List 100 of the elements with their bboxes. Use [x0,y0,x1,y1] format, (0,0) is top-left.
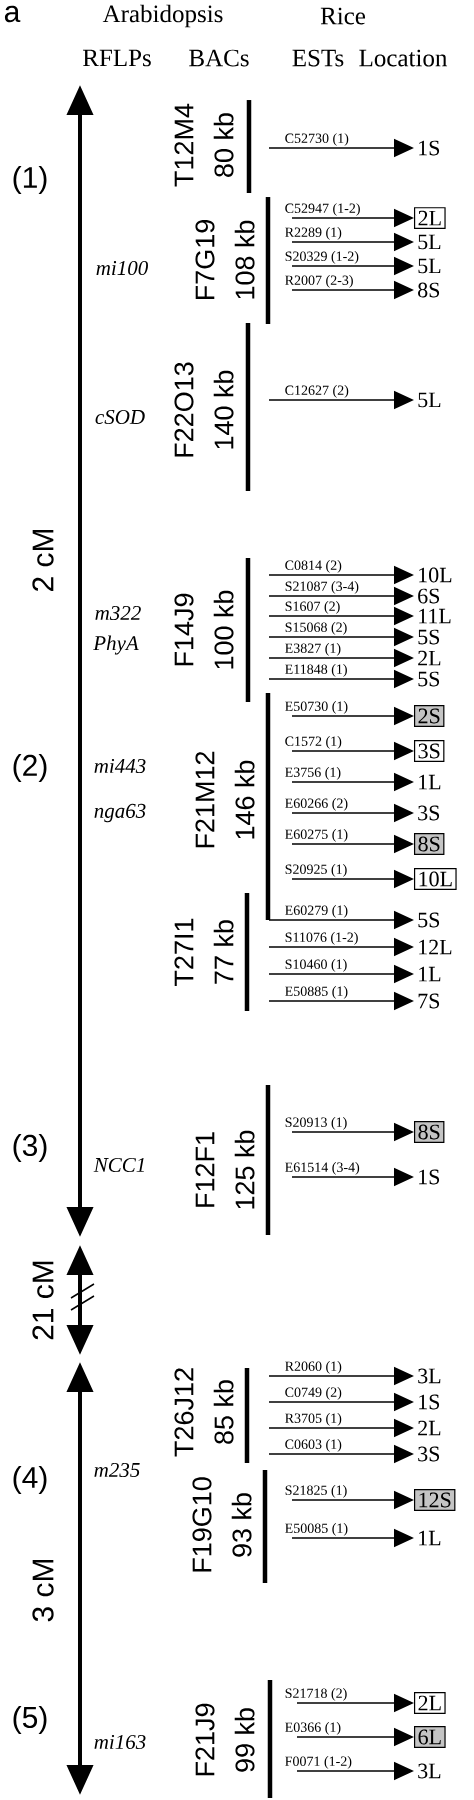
location-label: 5L [418,392,441,408]
location-label: 1S [419,1169,440,1185]
boxed-location-label: 10L [414,868,457,891]
marker-name: m235 [94,1462,140,1478]
location-label: 11L [419,608,451,624]
edge-label: C52730 (1) [284,132,350,147]
edge-label: C12627 (2) [284,384,350,399]
location-label: 3S [418,805,440,821]
marker-name: PhyA [93,635,139,655]
edge-label: E50885 (1) [284,985,349,1000]
location-label: 1S [419,1394,440,1410]
location-label: 5S [418,629,440,645]
edge-label: R2007 (2-3) [284,274,354,289]
edge-label: C1572 (1) [284,735,343,750]
clone-label: T12M4 80 kb [174,103,234,187]
location-label: 1L [419,966,441,982]
edge-label: S1607 (2) [284,600,341,615]
clone-label: F14J9 100 kb [174,590,234,669]
location-label: 7S [418,993,440,1009]
location-label: 5L [418,258,441,274]
edge-label: S21825 (1) [284,1484,348,1499]
clone-label: F12F1 125 kb [195,1130,255,1209]
location-label: 2L [418,650,441,666]
marker-name: cSOD [95,409,145,425]
column-header: Location [359,49,448,67]
column-header: ESTs [292,49,344,67]
clone-label: T26J12 85 kb [174,1368,234,1457]
edge-label: R3705 (1) [284,1412,343,1427]
edge-label: S10460 (1) [284,958,348,973]
clone-label: F19G10 93 kb [192,1477,252,1572]
location-label: 10L [419,567,452,583]
location-label: 3L [418,1763,441,1779]
column-header: RFLPs [83,49,151,67]
location-label: 12L [419,939,452,955]
region-number: (2) [13,754,47,782]
edge-label: C0749 (2) [284,1386,343,1401]
region-number: (3) [13,1134,47,1162]
edge-label: C52947 (1-2) [284,202,361,217]
edge-label: E60275 (1) [284,828,349,843]
map-distance-label: 3 cM [32,1560,54,1622]
edge-label: E50730 (1) [284,700,349,715]
edge-label: S11076 (1-2) [284,931,359,946]
edge-label: E60279 (1) [284,904,349,919]
edge-label: E60266 (2) [284,797,349,812]
region-number: (5) [13,1706,47,1734]
boxed-location-label: 2L [414,1692,446,1714]
marker-name: NCC1 [93,1157,144,1173]
edge-label: E3756 (1) [284,766,342,781]
edge-label: S15068 (2) [284,621,348,636]
location-label: 5L [418,234,441,250]
clone-label: T27I1 77 kb [174,918,234,986]
location-label: 1L [419,774,441,790]
clone-label: F7G19 108 kb [195,220,255,300]
edge-label: E3827 (1) [284,642,342,657]
column-header: BACs [189,49,249,67]
edge-label: R2289 (1) [284,226,343,241]
boxed-location-label: 2L [414,207,446,229]
edge-label: R2060 (1) [284,1360,343,1375]
marker-name: mi443 [94,758,146,774]
map-distance-label: 21 cM [32,1261,54,1340]
location-label: 2L [418,1420,441,1436]
column-header: Rice [320,7,366,25]
column-header: Arabidopsis [102,4,223,28]
boxed-location-label: 12S [414,1489,456,1511]
edge-label: S20913 (1) [284,1116,348,1131]
edge-label: E0366 (1) [284,1721,342,1736]
marker-name: nga63 [94,803,146,823]
location-label: 3L [418,1368,441,1384]
clone-label: F21M12 146 kb [195,751,255,848]
location-label: 8S [418,282,440,298]
boxed-location-label: 6L [414,1726,446,1748]
edge-label: S21087 (3-4) [284,580,360,595]
edge-label: S20925 (1) [284,863,348,878]
location-label: 1L [419,1530,441,1546]
edge-label: E61514 (3-4) [284,1161,361,1176]
edge-label: S20329 (1-2) [284,250,360,265]
clone-label: F22O13 140 kb [174,362,234,457]
location-label: 3S [418,1446,440,1462]
clone-label: F21J9 99 kb [195,1703,255,1776]
edge-label: E11848 (1) [284,663,349,678]
location-label: 5S [418,671,440,687]
boxed-location-label: 2S [414,705,445,727]
location-label: 5S [418,912,440,928]
edge-label: C0814 (2) [284,559,343,574]
location-label: 6S [418,588,440,604]
edge-label: E50085 (1) [284,1522,349,1537]
boxed-location-label: 8S [414,833,445,856]
boxed-location-label: 8S [414,1121,445,1144]
marker-name: mi163 [94,1734,146,1750]
panel-letter: a [4,5,21,23]
edge-label: C0603 (1) [284,1438,343,1453]
boxed-location-label: 3S [414,740,445,762]
map-distance-label: 2 cM [32,530,54,591]
marker-name: m322 [95,605,141,621]
edge-label: S21718 (2) [284,1687,348,1702]
region-number: (1) [13,166,47,194]
marker-name: mi100 [96,260,148,276]
edge-label: F0071 (1-2) [284,1755,353,1770]
region-number: (4) [13,1466,47,1494]
location-label: 1S [419,140,440,156]
